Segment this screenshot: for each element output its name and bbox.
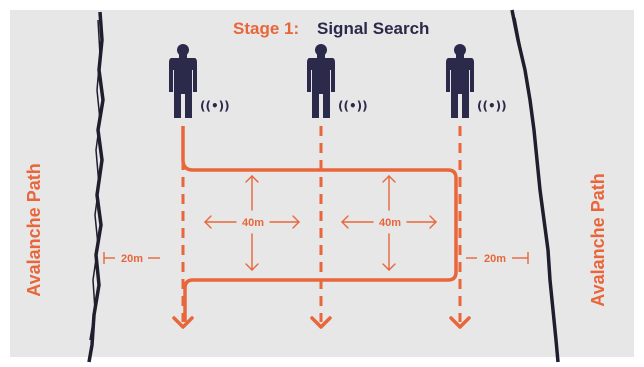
person-icon <box>446 44 474 118</box>
avalanche-edge-right <box>510 9 560 363</box>
avalanche-edge-left-rough <box>89 19 101 341</box>
person-icon <box>169 44 197 118</box>
edge-label-left: 20m <box>121 253 143 265</box>
edge-marker-left <box>103 252 160 264</box>
edge-marker-right <box>466 252 529 264</box>
avalanche-edge-right-rough <box>514 17 556 326</box>
side-label-left: Avalanche Path <box>24 163 44 296</box>
title-prefix: Stage 1: <box>233 19 299 38</box>
edge-label-right: 20m <box>484 253 506 265</box>
spacing-label-left: 40m <box>242 217 264 229</box>
arrow-down-icon <box>449 316 471 329</box>
arrow-down-icon <box>310 316 332 329</box>
signal-icon: ((•)) <box>477 99 507 113</box>
spacing-label-right: 40m <box>379 217 401 229</box>
spacing-marker-right <box>341 175 437 271</box>
spacing-marker-left <box>204 175 300 271</box>
side-label-right: Avalanche Path <box>588 173 608 306</box>
searcher-2: ((•)) <box>307 44 368 118</box>
person-icon <box>307 44 335 118</box>
title-main: Signal Search <box>317 19 429 38</box>
search-lanes <box>181 126 462 322</box>
direction-arrows <box>172 316 471 329</box>
avalanche-edge-left <box>87 11 105 363</box>
searcher-3: ((•)) <box>446 44 507 118</box>
signal-icon: ((•)) <box>200 99 230 113</box>
searcher-1: ((•)) <box>169 44 230 118</box>
arrow-down-icon <box>172 316 194 329</box>
signal-icon: ((•)) <box>338 99 368 113</box>
search-path <box>181 126 458 322</box>
